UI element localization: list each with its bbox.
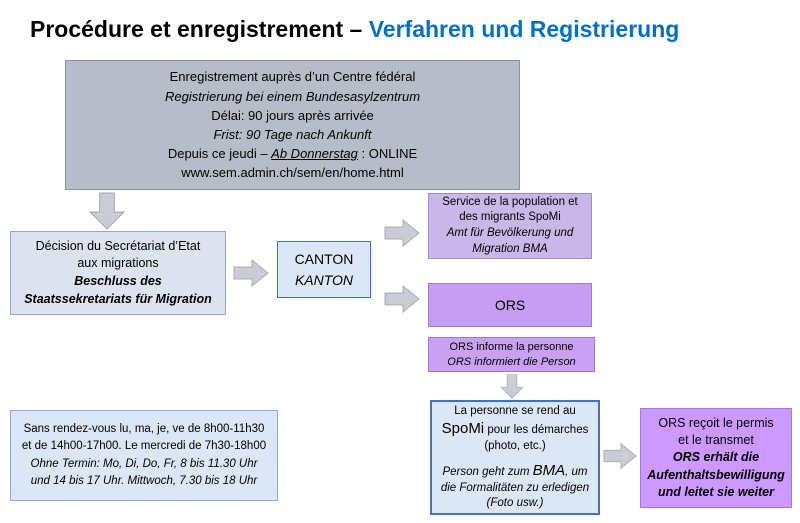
spomi-de-line1: Amt für Bevölkerung und	[446, 227, 574, 239]
federal-online-line: Depuis ce jeudi – Ab Donnerstag : ONLINE	[168, 144, 417, 163]
federal-fr-line1: Enregistrement auprès d’un Centre fédéra…	[169, 69, 416, 85]
decision-de-line1: Beschluss des	[74, 274, 162, 288]
visit-de-rest: , um	[565, 466, 588, 478]
permit-de-line3: und leitet sie weiter	[657, 484, 774, 499]
visit-de-line2: die Formalitäten zu erledigen	[440, 481, 590, 494]
visit-fr-line2: SpoMi pour les démarches	[442, 419, 589, 439]
opening-hours-box: Sans rendez-vous lu, ma, je, ve de 8h00-…	[10, 410, 278, 501]
spomi-fr-line1: Service de la population et	[442, 195, 578, 208]
page-title-fr: Procédure et enregistrement –	[30, 16, 363, 42]
arrow-canton-to-ors-icon	[384, 284, 420, 314]
arrow-canton-to-spomi-icon	[384, 218, 420, 248]
ors-informs-box: ORS informe la personne ORS informiert d…	[428, 337, 595, 372]
visit-de-line1: Person geht zum BMA, um	[442, 461, 587, 481]
permit-fr-line1: ORS reçoit le permis	[658, 415, 774, 430]
page-title: Procédure et enregistrement – Verfahren …	[30, 16, 679, 43]
spomi-fr-line2: des migrants SpoMi	[459, 211, 561, 224]
arrow-decision-to-canton-icon	[233, 258, 269, 288]
page-title-de: Verfahren und Registrierung	[368, 16, 680, 42]
schedule-de-line2: und 14 bis 17 Uhr. Mittwoch, 7.30 bis 18…	[30, 474, 258, 487]
canton-de: KANTON	[294, 271, 354, 288]
visit-de-line3: (Foto usw.)	[486, 496, 544, 509]
spomi-de-line2: Migration BMA	[472, 242, 548, 255]
visit-de-bma: BMA	[532, 462, 566, 479]
sem-url: www.sem.admin.ch/sem/en/home.html	[181, 165, 404, 181]
visit-fr-line3: (photo, etc.)	[484, 439, 546, 452]
decision-de-line2: Staatssekretariats für Migration	[24, 291, 212, 306]
schedule-fr-line2: et de 14h00-17h00. Le mercredi de 7h30-1…	[21, 440, 267, 453]
arrow-inform-to-visit-icon	[500, 374, 524, 399]
spomi-service-box: Service de la population et des migrants…	[428, 193, 592, 259]
inform-de: ORS informiert die Person	[447, 355, 576, 368]
federal-fr-line2: Délai: 90 jours après arrivée	[211, 107, 374, 123]
ors-label: ORS	[494, 297, 526, 313]
federal-de-line1: Registrierung bei einem Bundesasylzentru…	[164, 88, 421, 104]
visit-fr-line1: La personne se rend au	[454, 404, 576, 417]
federal-registration-box: Enregistrement auprès d’un Centre fédéra…	[65, 60, 520, 190]
permit-de-line2: Aufenthaltsbewilligung	[647, 467, 785, 482]
visit-de-pre: Person geht zum	[442, 466, 533, 478]
visit-spomi-box: La personne se rend au SpoMi pour les dé…	[430, 400, 600, 515]
decision-fr-line1: Décision du Secrétariat d’Etat	[35, 238, 201, 253]
online-suffix: : ONLINE	[357, 146, 418, 162]
online-prefix: Depuis ce jeudi –	[167, 146, 272, 162]
online-italic: Ab Donnerstag	[271, 146, 358, 162]
state-secretariat-decision-box: Décision du Secrétariat d’Etat aux migra…	[10, 231, 226, 315]
canton-box: CANTON KANTON	[277, 241, 371, 298]
permit-fr-line2: et le transmet	[678, 433, 754, 448]
inform-fr: ORS informe la personne	[449, 340, 574, 353]
ors-box: ORS	[428, 283, 592, 327]
arrow-visit-to-permit-icon	[603, 442, 637, 470]
decision-fr-line2: aux migrations	[77, 256, 159, 271]
visit-fr-rest: pour les démarches	[484, 424, 589, 437]
schedule-de-line1: Ohne Termin: Mo, Di, Do, Fr, 8 bis 11.30…	[30, 457, 258, 470]
federal-de-line2: Frist: 90 Tage nach Ankunft	[213, 127, 372, 142]
permit-box: ORS reçoit le permis et le transmet ORS …	[640, 408, 792, 508]
arrow-federal-to-decision-icon	[88, 192, 126, 230]
visit-fr-spomi: SpoMi	[441, 420, 485, 438]
schedule-fr-line1: Sans rendez-vous lu, ma, je, ve de 8h00-…	[23, 423, 265, 435]
canton-fr: CANTON	[294, 251, 354, 268]
permit-de-line1: ORS erhält die	[672, 450, 760, 465]
